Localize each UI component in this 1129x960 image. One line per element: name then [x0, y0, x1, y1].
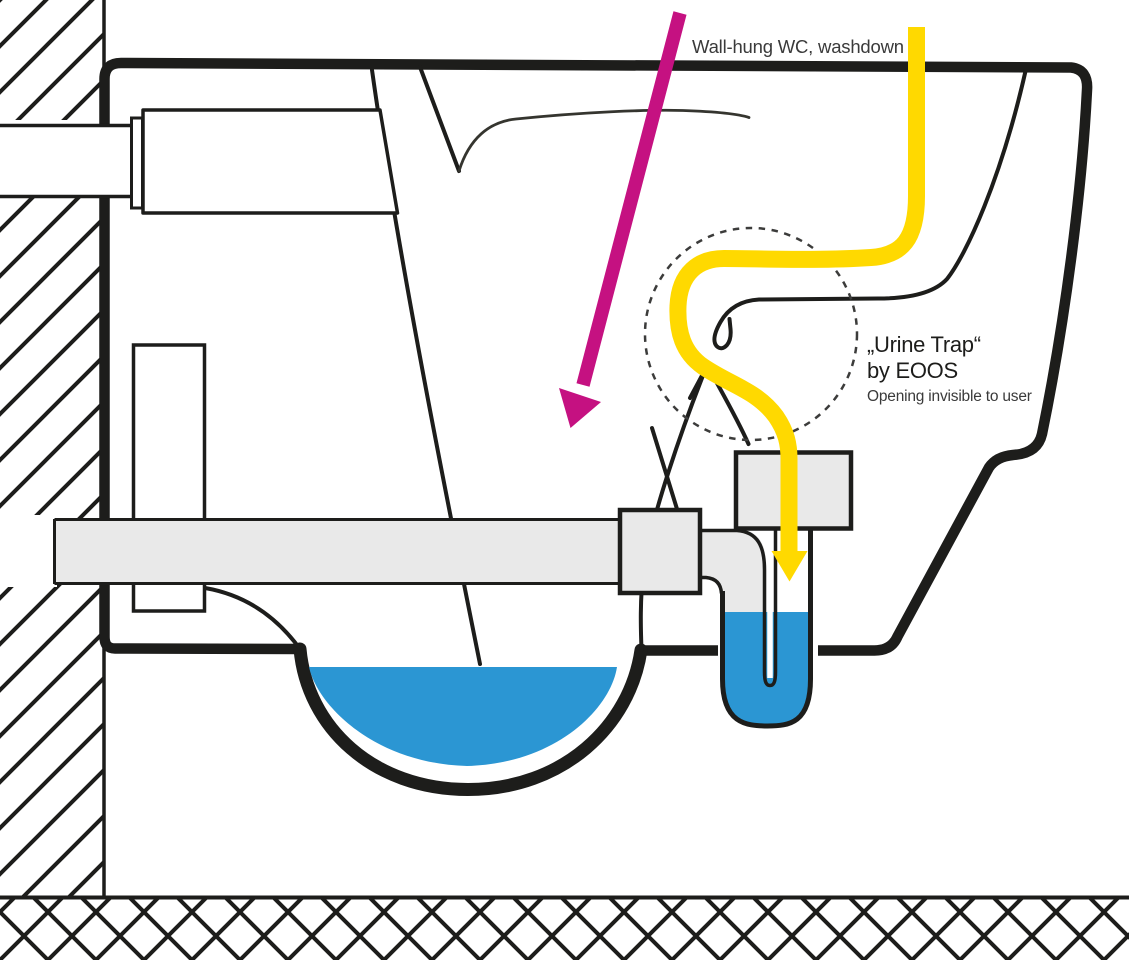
flush-valve — [0, 108, 400, 215]
rim-swoop-line — [457, 108, 751, 173]
floor-crosshatch — [0, 899, 1129, 960]
toilet-body-outline — [99, 57, 1093, 797]
flush-arrow-shaft — [576, 11, 687, 387]
labels: Wall-hung WC, washdown „Urine Trap“ by E… — [692, 36, 1032, 405]
outlet-channel-line — [650, 426, 679, 511]
drain-pipe-fill — [54, 519, 620, 584]
pipe-connector-box — [617, 507, 703, 596]
urine-trap-name-label: „Urine Trap“ — [867, 332, 981, 357]
bowl-back-wall-and-trap-lip-hook — [712, 67, 1028, 351]
urine-flow-arrow-head — [771, 551, 808, 582]
diagram-title: Wall-hung WC, washdown — [692, 36, 904, 57]
trap-water — [722, 612, 811, 726]
urine-flow-path — [669, 27, 925, 553]
flush-supply-pipe-lines — [0, 123, 132, 199]
trap-detail-circle-icon — [643, 226, 859, 442]
underside-profile-line — [203, 586, 302, 651]
rim-notch-line — [418, 65, 461, 173]
odour-trap — [696, 528, 813, 729]
toilet-sump-outline — [293, 642, 648, 797]
elbow-inner-line — [698, 575, 724, 594]
urine-flow-arrow-icon — [669, 27, 925, 582]
flush-pipe-flange — [130, 116, 144, 210]
floor-section — [0, 895, 1129, 960]
flush-supply-pipe-fill — [0, 127, 132, 195]
flush-arrow-head — [559, 388, 601, 428]
drain-pipe — [53, 518, 620, 585]
bowl-water — [309, 667, 617, 766]
flush-valve-body — [141, 108, 400, 215]
elbow-pipe-fill — [696, 529, 767, 613]
urine-trap-caption-label: Opening invisible to user — [867, 388, 1032, 405]
toilet-outline-main — [99, 57, 1093, 656]
u-trap-outline — [720, 528, 813, 729]
urine-trap-byline-label: by EOOS — [867, 358, 958, 383]
partition-tube-outline — [762, 530, 778, 688]
wall-opening-drain-pipe — [0, 515, 57, 587]
flush-water-arrow-icon — [559, 11, 687, 428]
drain-pipe-lines — [53, 518, 620, 585]
